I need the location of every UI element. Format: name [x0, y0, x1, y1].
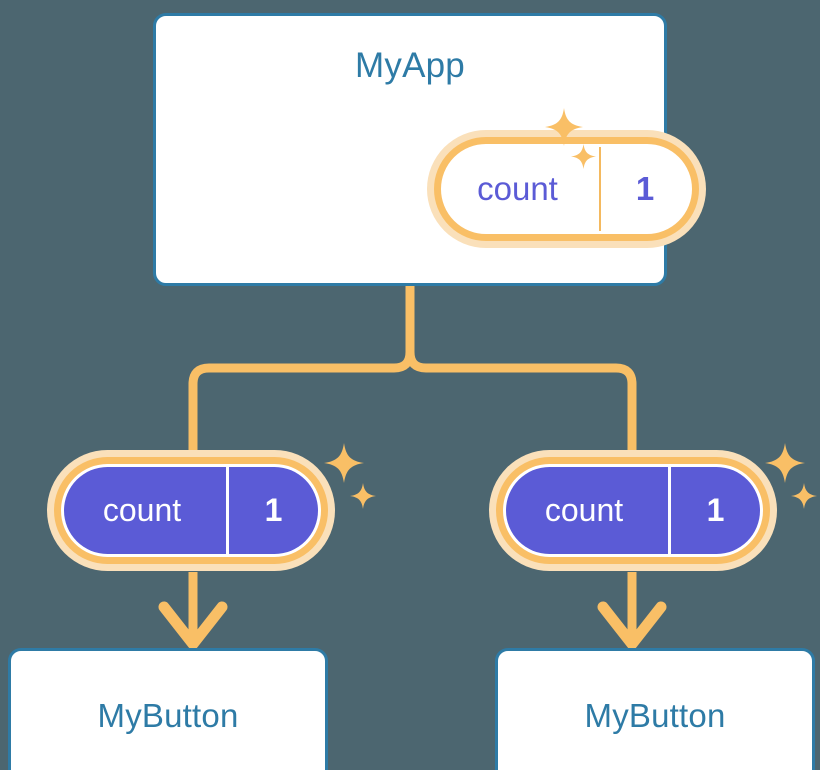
sparkle-four-point-large [324, 443, 364, 483]
connector-branch-right [405, 347, 637, 457]
component-card-mybutton-left[interactable]: MyButton [8, 648, 328, 770]
state-pill-ring: count 1 [434, 137, 699, 241]
state-key-label: count [477, 170, 558, 207]
state-pill-ring: count 1 [496, 457, 770, 564]
arrow-down-left [158, 572, 228, 650]
page-title: MyApp [355, 46, 465, 85]
state-pill-mybutton-left[interactable]: count 1 [47, 450, 335, 571]
state-value-label: 1 [668, 467, 760, 554]
state-value-label: 1 [226, 467, 318, 554]
state-value-label: 1 [599, 147, 689, 231]
sparkle-four-point-small [350, 483, 376, 509]
state-pill-core: count 1 [506, 467, 760, 554]
sparkle-four-point-small [791, 483, 817, 509]
arrow-down-right [597, 572, 667, 650]
state-pill-mybutton-right[interactable]: count 1 [489, 450, 777, 571]
component-title: MyButton [584, 697, 726, 734]
state-key-label: count [102, 492, 182, 528]
state-pill-core: count 1 [64, 467, 318, 554]
component-card-myapp[interactable]: MyApp count 1 [153, 13, 706, 286]
component-card-mybutton-right[interactable]: MyButton [495, 648, 815, 770]
state-pill-myapp[interactable]: count 1 [427, 130, 706, 248]
component-title: MyButton [97, 697, 239, 734]
state-pill-ring: count 1 [54, 457, 328, 564]
state-key-label: count [544, 492, 624, 528]
sparkle-four-point-large [765, 443, 805, 483]
connector-branch-left [188, 347, 415, 457]
state-pill-core: count 1 [444, 147, 689, 231]
